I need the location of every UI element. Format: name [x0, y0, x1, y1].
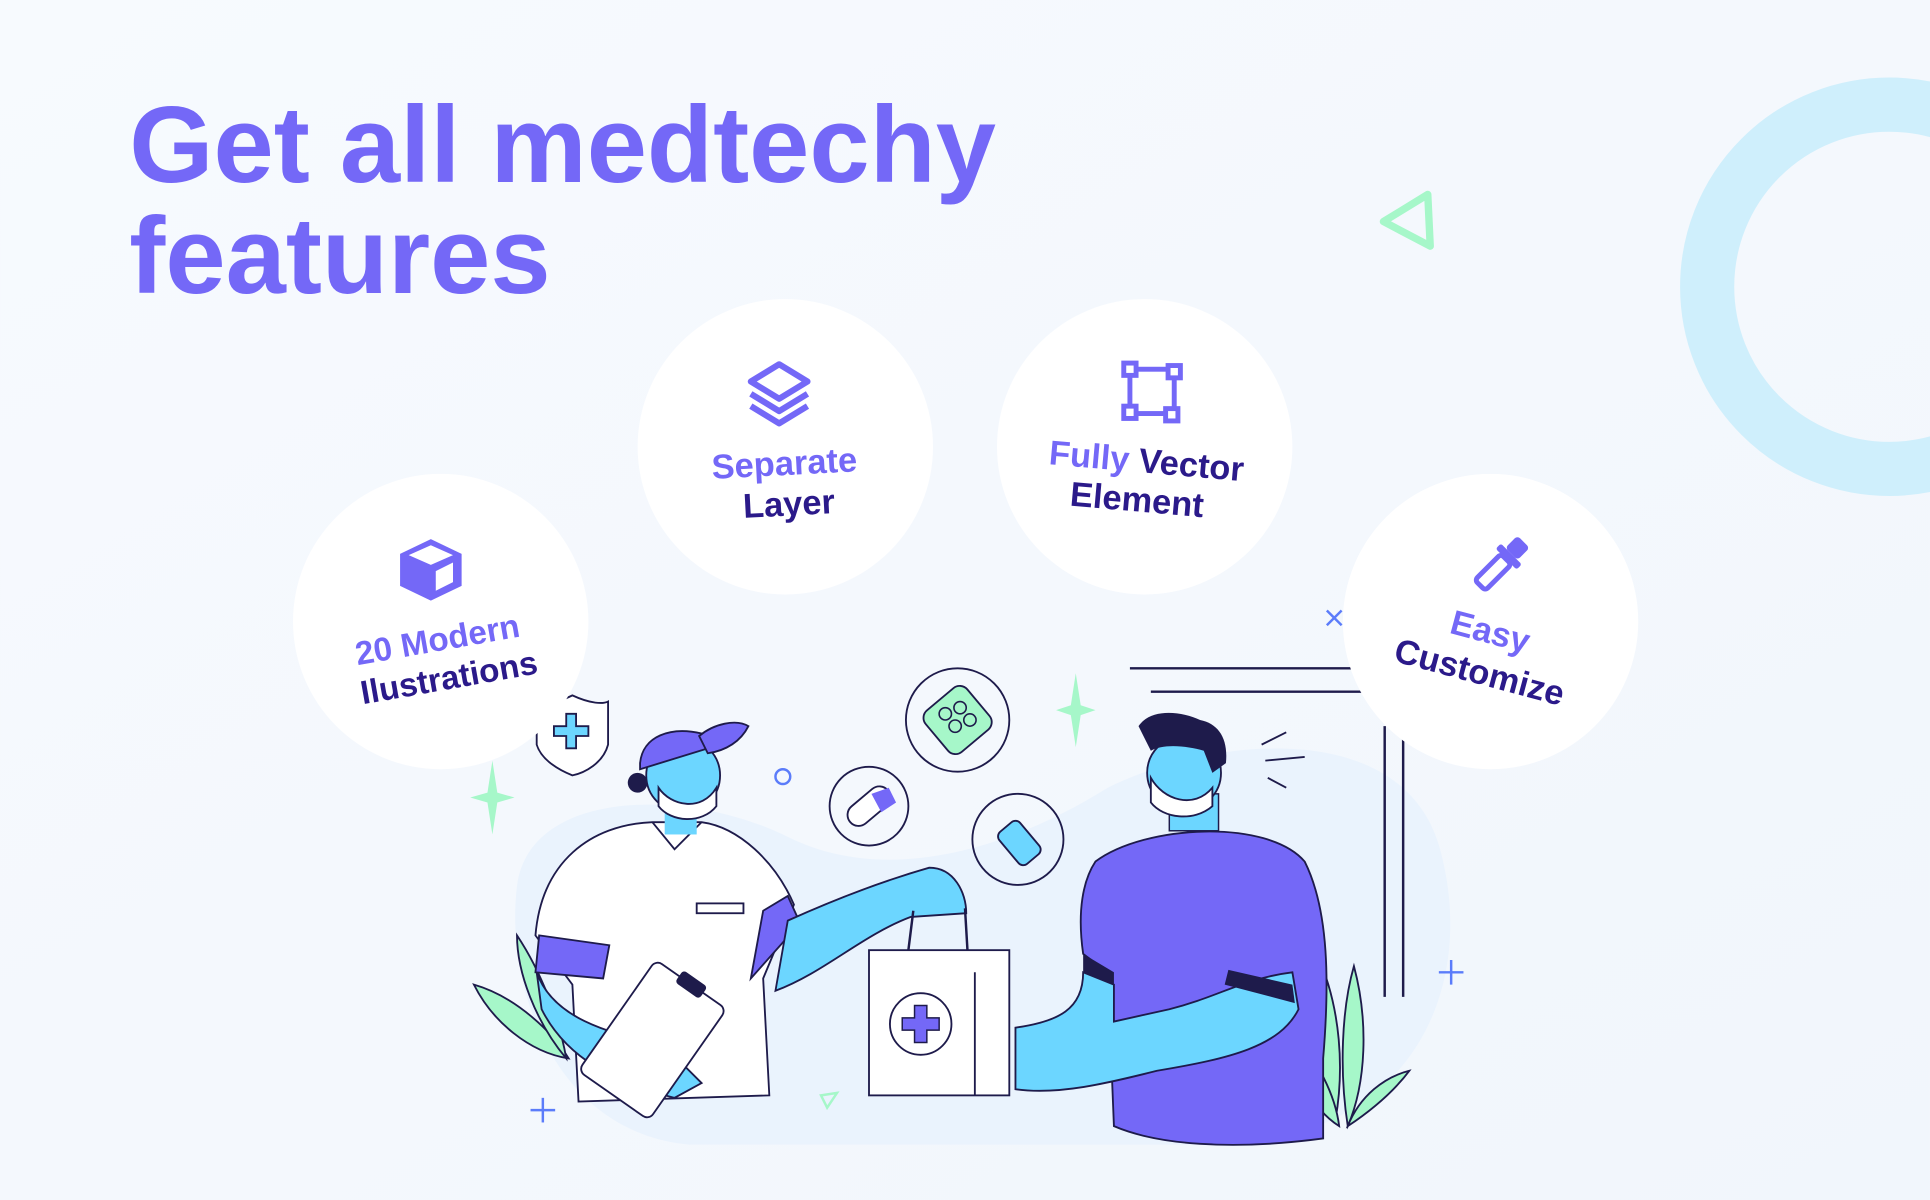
nurse-figure [534, 721, 968, 1119]
cube-icon [400, 539, 462, 601]
decorative-dot [774, 768, 792, 786]
feature-label-line1: Fully Vector [1048, 434, 1246, 489]
medical-bag [868, 908, 1011, 1097]
vector-frame-icon [1121, 360, 1183, 424]
feature-label-fully: Fully [1048, 434, 1131, 479]
small-triangle [819, 1091, 840, 1111]
customer-figure [1014, 712, 1328, 1146]
medicine-bottle-icon [971, 792, 1065, 886]
feature-label-line2: Layer [742, 483, 836, 526]
feature-card-layers: Separate Layer [637, 299, 933, 595]
page-title-line1: Get all medtechy [129, 84, 996, 205]
door-frame [1129, 667, 1405, 997]
feature-label-line1: Separate [711, 441, 858, 487]
feature-card-vector: Fully Vector Element [997, 299, 1293, 595]
sparkles [470, 673, 1096, 835]
feature-label-vector: Vector [1137, 442, 1245, 489]
plus-marks [530, 960, 1464, 1123]
feature-card-illustrations: 20 Modern Ilustrations [293, 473, 589, 770]
decorative-ring [1680, 77, 1930, 496]
pill-pack-icon [905, 667, 1011, 773]
decorative-triangle [1379, 190, 1434, 250]
page-title-line2: features [129, 195, 550, 316]
layers-icon [747, 361, 811, 427]
eyedropper-icon [1473, 537, 1529, 592]
feature-card-customize: Easy Customize [1342, 473, 1639, 770]
capsule-icon [828, 765, 910, 847]
x-mark [1325, 609, 1343, 627]
